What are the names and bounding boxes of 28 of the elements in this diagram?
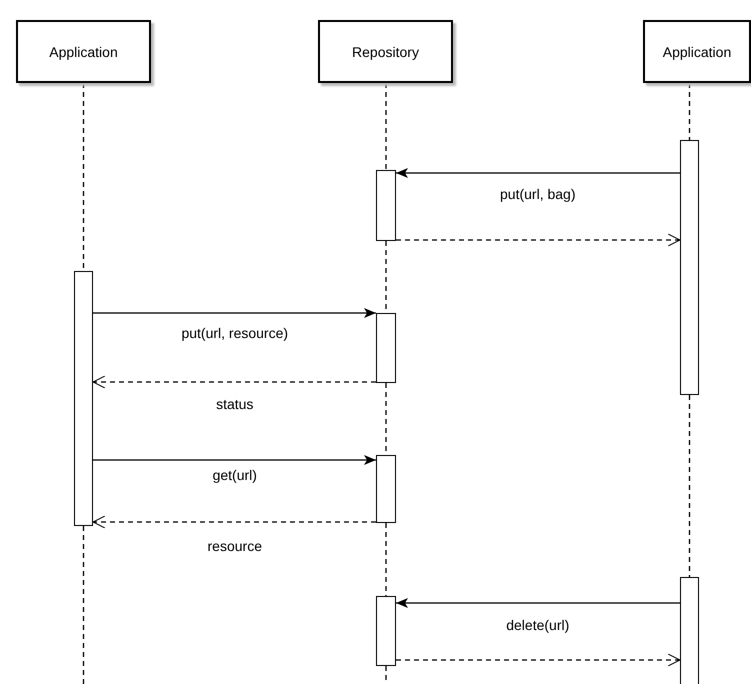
edge-label: put(url, bag) xyxy=(498,186,578,202)
participant-box: Repository xyxy=(318,20,453,83)
edge-label: get(url) xyxy=(210,467,259,483)
edge-label: delete(url) xyxy=(504,617,572,633)
activation-bar xyxy=(376,170,396,241)
activation-bar xyxy=(680,140,699,395)
return-arrow xyxy=(396,654,680,666)
edge-label: put(url, resource) xyxy=(179,325,290,341)
lifeline xyxy=(82,526,84,684)
lifeline xyxy=(688,83,690,140)
lifeline xyxy=(385,523,387,596)
activation-bar xyxy=(74,271,93,526)
activation-bar xyxy=(376,455,396,523)
lifeline xyxy=(82,83,84,271)
message-arrow xyxy=(396,168,680,178)
lifeline xyxy=(385,83,387,170)
return-arrow xyxy=(396,234,680,246)
message-arrow xyxy=(93,308,376,318)
activation-bar xyxy=(376,596,396,666)
activation-bar xyxy=(680,577,699,684)
participant-box: Application xyxy=(16,20,151,83)
participant-box: Application xyxy=(643,20,751,83)
return-arrow xyxy=(92,376,376,388)
lifeline xyxy=(688,395,690,577)
message-arrow xyxy=(93,455,376,465)
message-arrow xyxy=(396,598,680,608)
activation-bar xyxy=(376,313,396,383)
return-arrow xyxy=(92,516,376,528)
